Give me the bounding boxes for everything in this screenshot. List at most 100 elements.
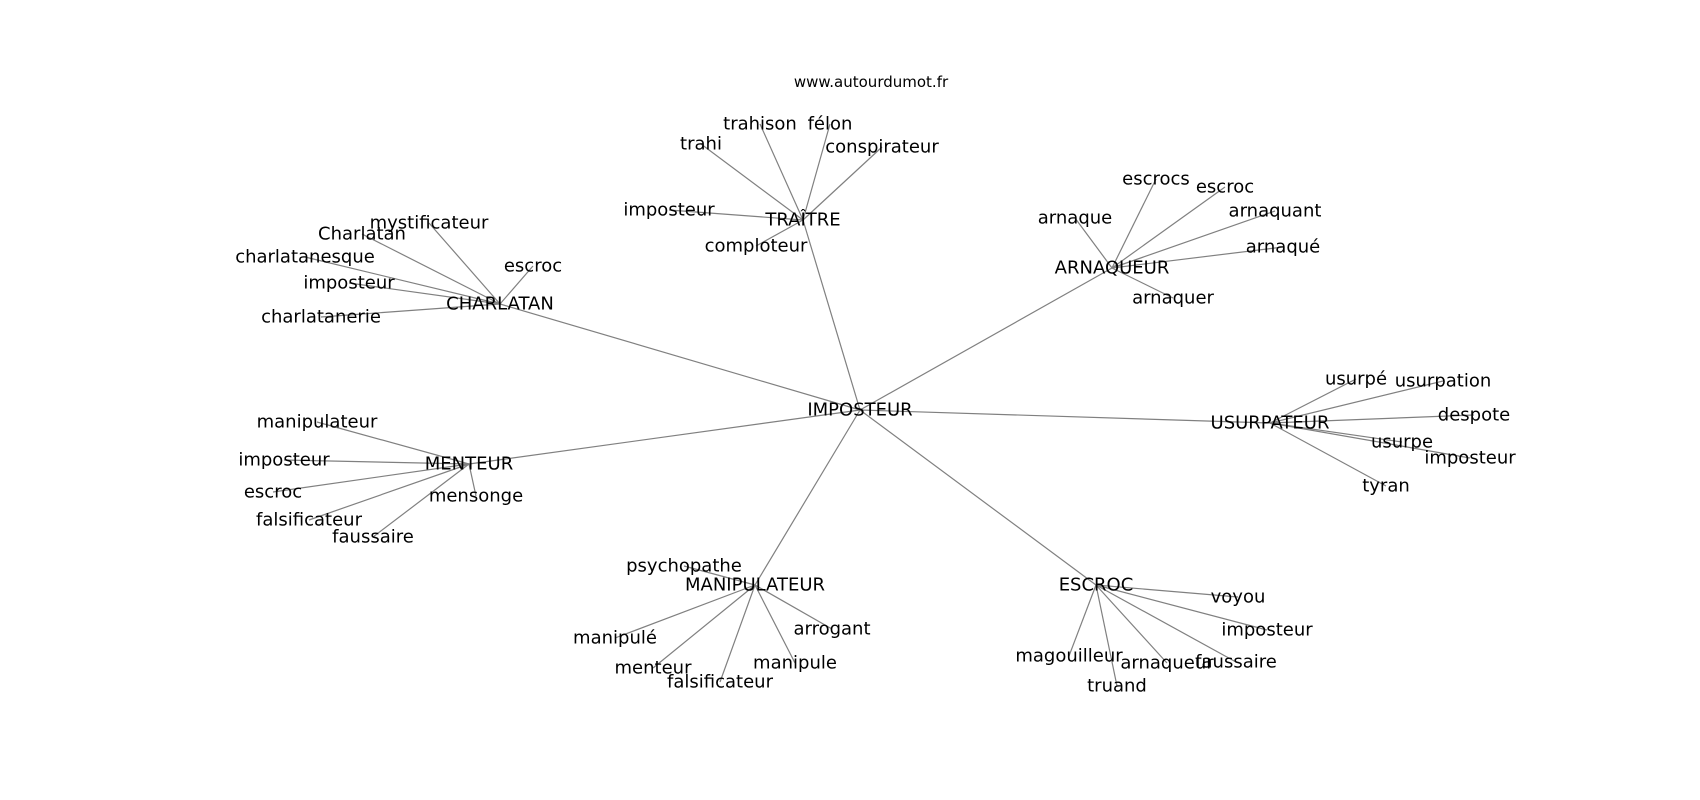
edge-hub-to-leaf <box>759 123 804 221</box>
leaf-node-label: falsificateur <box>256 510 363 531</box>
edge-center-to-hub <box>468 409 861 465</box>
edge-center-to-hub <box>859 409 1097 586</box>
edge-center-to-hub <box>859 409 1271 424</box>
edge-hub-to-leaf <box>755 219 804 247</box>
leaf-node-label: charlatanerie <box>261 307 381 328</box>
leaf-node-label: imposteur <box>303 273 395 294</box>
leaf-node-label: trahison <box>723 114 797 135</box>
edge-hub-to-leaf <box>1068 584 1097 657</box>
leaf-node-label: truand <box>1087 676 1147 697</box>
hub-node-label: ESCROC <box>1059 575 1134 596</box>
hub-node-label: MANIPULATEUR <box>685 575 825 596</box>
edge-hub-to-leaf <box>320 303 501 318</box>
edge-layer <box>272 123 1475 687</box>
edge-center-to-hub <box>802 219 861 411</box>
leaf-node-label: arrogant <box>793 619 870 640</box>
edge-hub-to-leaf <box>1095 584 1239 598</box>
edge-hub-to-leaf <box>1111 178 1157 269</box>
leaf-node-label: escrocs <box>1122 169 1190 190</box>
leaf-node-label: mensonge <box>429 486 523 507</box>
leaf-node-label: voyou <box>1211 587 1266 608</box>
leaf-node-label: escroc <box>504 256 562 277</box>
edge-hub-to-leaf <box>683 565 756 586</box>
edge-hub-to-leaf <box>1269 380 1444 424</box>
leaf-node-label: trahi <box>680 134 722 155</box>
leaf-node-label: imposteur <box>1424 448 1516 469</box>
leaf-node-label: faussaire <box>1195 652 1277 673</box>
edge-hub-to-leaf <box>304 256 501 305</box>
edge-hub-to-leaf <box>499 265 534 305</box>
edge-hub-to-leaf <box>1095 584 1118 687</box>
leaf-node-label: usurpation <box>1395 371 1492 392</box>
leaf-node-label: escroc <box>244 482 302 503</box>
edge-hub-to-leaf <box>1111 267 1174 299</box>
leaf-node-label: conspirateur <box>825 137 939 158</box>
label-layer: IMPOSTEUR TRAÎTRE trahison félon trahi conspi… <box>235 114 1516 697</box>
leaf-node-label: Charlatan <box>318 224 406 245</box>
leaf-node-label: faussaire <box>332 527 414 548</box>
leaf-node-label: arnaquant <box>1229 201 1322 222</box>
leaf-node-label: manipulé <box>573 628 657 649</box>
leaf-node-label: despote <box>1438 405 1510 426</box>
edge-hub-to-leaf <box>272 463 470 493</box>
leaf-node-label: psychopathe <box>626 556 742 577</box>
hub-node-label: CHARLATAN <box>446 294 554 315</box>
edge-hub-to-leaf <box>1269 378 1357 424</box>
edge-hub-to-leaf <box>1269 422 1403 443</box>
edge-hub-to-leaf <box>668 209 804 221</box>
edge-hub-to-leaf <box>372 463 470 538</box>
edge-hub-to-leaf <box>719 584 756 683</box>
edge-hub-to-leaf <box>348 282 501 305</box>
edge-hub-to-leaf <box>316 421 470 465</box>
edge-hub-to-leaf <box>1111 210 1276 269</box>
leaf-node-label: arnaqué <box>1246 237 1320 258</box>
hub-node-label: USURPATEUR <box>1211 413 1330 434</box>
leaf-node-label: arnaque <box>1038 208 1112 229</box>
leaf-node-label: usurpé <box>1325 369 1387 390</box>
edge-hub-to-leaf <box>428 222 501 305</box>
leaf-node-label: imposteur <box>623 200 715 221</box>
center-node-label: IMPOSTEUR <box>807 400 912 421</box>
edge-hub-to-leaf <box>1269 414 1475 424</box>
leaf-node-label: charlatanesque <box>235 247 375 268</box>
watermark-url: www.autourdumot.fr <box>793 73 949 91</box>
leaf-node-label: tyran <box>1362 476 1410 497</box>
edge-hub-to-leaf <box>652 584 756 669</box>
edge-hub-to-leaf <box>361 233 501 305</box>
edge-hub-to-leaf <box>1095 584 1168 664</box>
leaf-node-label: usurpe <box>1371 432 1433 453</box>
edge-hub-to-leaf <box>754 584 833 630</box>
leaf-node-label: arnaquer <box>1132 288 1214 309</box>
edge-hub-to-leaf <box>1095 584 1268 631</box>
leaf-node-label: menteur <box>615 658 693 679</box>
edge-hub-to-leaf <box>754 584 796 664</box>
leaf-node-label: manipule <box>753 653 837 674</box>
leaf-node-label: escroc <box>1196 177 1254 198</box>
hub-node-label: TRAÎTRE <box>764 209 840 231</box>
leaf-node-label: falsificateur <box>667 672 774 693</box>
leaf-node-label: félon <box>808 114 853 135</box>
edge-hub-to-leaf <box>1095 584 1237 663</box>
leaf-node-label: imposteur <box>1221 620 1313 641</box>
edge-hub-to-leaf <box>1269 422 1387 487</box>
edge-center-to-hub <box>499 303 861 411</box>
edge-hub-to-leaf <box>614 584 756 639</box>
leaf-node-label: mystificateur <box>370 213 489 234</box>
hub-node-label: MENTEUR <box>425 454 513 475</box>
edge-hub-to-leaf <box>1269 422 1471 459</box>
leaf-node-label: comploteur <box>705 236 808 257</box>
leaf-node-label: arnaqueur <box>1120 653 1214 674</box>
edge-hub-to-leaf <box>283 459 470 465</box>
edge-center-to-hub <box>754 409 861 586</box>
edge-hub-to-leaf <box>468 463 477 497</box>
leaf-node-label: magouilleur <box>1015 646 1123 667</box>
leaf-node-label: manipulateur <box>257 412 378 433</box>
edge-center-to-hub <box>859 267 1113 411</box>
edge-hub-to-leaf <box>308 463 470 521</box>
leaf-node-label: imposteur <box>238 450 330 471</box>
edge-hub-to-leaf <box>1074 217 1113 269</box>
edge-hub-to-leaf <box>802 123 831 221</box>
edge-hub-to-leaf <box>802 146 883 221</box>
edge-hub-to-leaf <box>700 143 804 221</box>
